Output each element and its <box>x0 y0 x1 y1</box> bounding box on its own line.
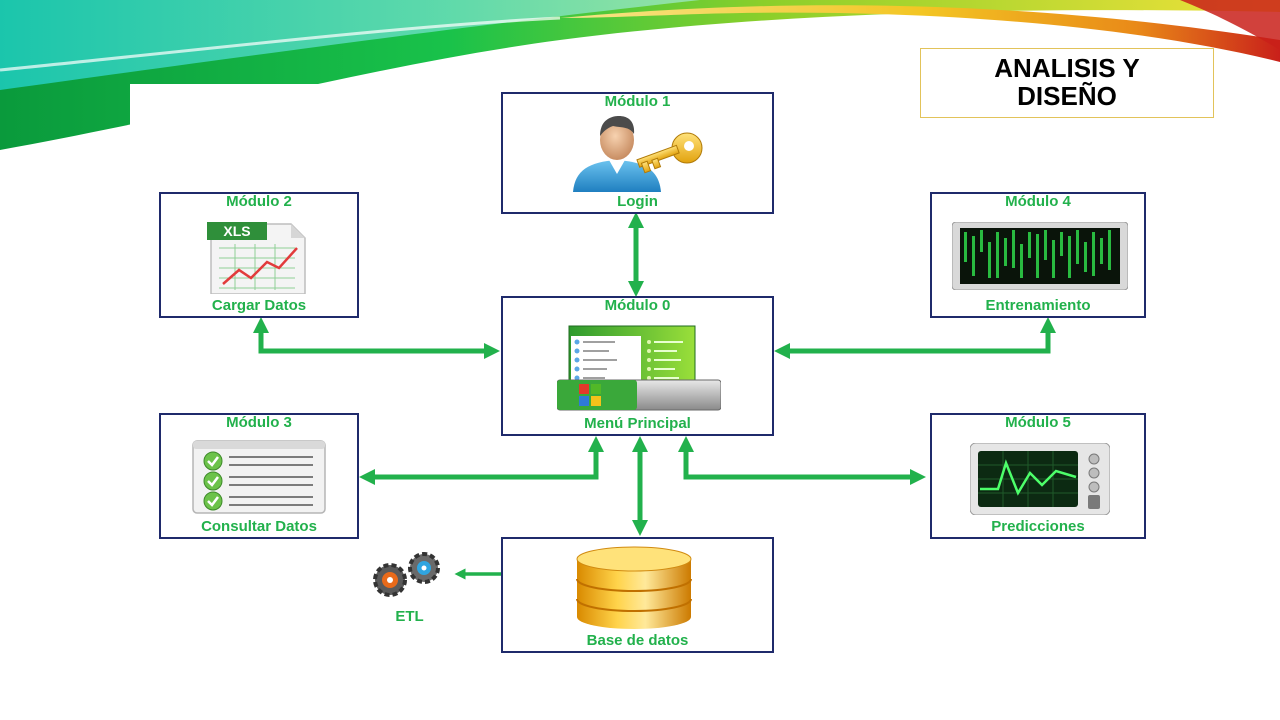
xls-text: XLS <box>223 223 250 239</box>
module-number: Módulo 0 <box>604 297 671 314</box>
user-key-icon <box>573 116 703 192</box>
gears-icon <box>373 552 440 597</box>
module-number: Módulo 2 <box>226 193 292 210</box>
title-line-1: ANALISIS Y <box>994 53 1140 83</box>
start-menu-icon <box>557 325 721 411</box>
module-label: Predicciones <box>991 518 1085 535</box>
module-label: Consultar Datos <box>201 518 317 535</box>
module-entrenamiento: Módulo 4 Entrenamiento <box>930 192 1146 318</box>
module-label: Cargar Datos <box>211 297 307 314</box>
module-label: Login <box>617 193 658 210</box>
module-login: Módulo 1 Login <box>501 92 774 214</box>
matrix-screen-icon <box>952 222 1128 290</box>
title-line-2: DISEÑO <box>1017 81 1117 111</box>
module-label: Base de datos <box>586 632 689 649</box>
arrow-predicciones-menu <box>677 435 927 486</box>
module-label: Entrenamiento <box>985 297 1091 314</box>
checklist-icon <box>192 440 326 514</box>
arrow-consultar-menu <box>358 435 605 486</box>
module-number: Módulo 4 <box>1005 193 1071 210</box>
module-menu-principal: Módulo 0 Menú Principal <box>501 296 774 436</box>
monitor-graph-icon <box>970 443 1110 515</box>
module-label: Menú Principal <box>584 415 691 432</box>
module-predicciones: Módulo 5 Predicciones <box>930 413 1146 539</box>
xls-chart-icon: XLS <box>207 222 306 294</box>
module-number: Módulo 5 <box>1005 414 1071 431</box>
module-consultar-datos: Módulo 3 Consultar Datos <box>159 413 359 539</box>
database-icon <box>576 546 692 629</box>
module-number: Módulo 1 <box>604 93 671 110</box>
title-box: ANALISIS Y DISEÑO <box>920 48 1214 118</box>
module-base-de-datos: Base de datos <box>501 537 774 653</box>
arrow-entrenamiento-menu <box>773 316 1057 360</box>
etl-label: ETL <box>395 608 424 625</box>
module-cargar-datos: Módulo 2 XLS Cargar Datos <box>159 192 359 318</box>
module-number: Módulo 3 <box>226 414 292 431</box>
arrow-cargar-menu <box>252 316 501 360</box>
